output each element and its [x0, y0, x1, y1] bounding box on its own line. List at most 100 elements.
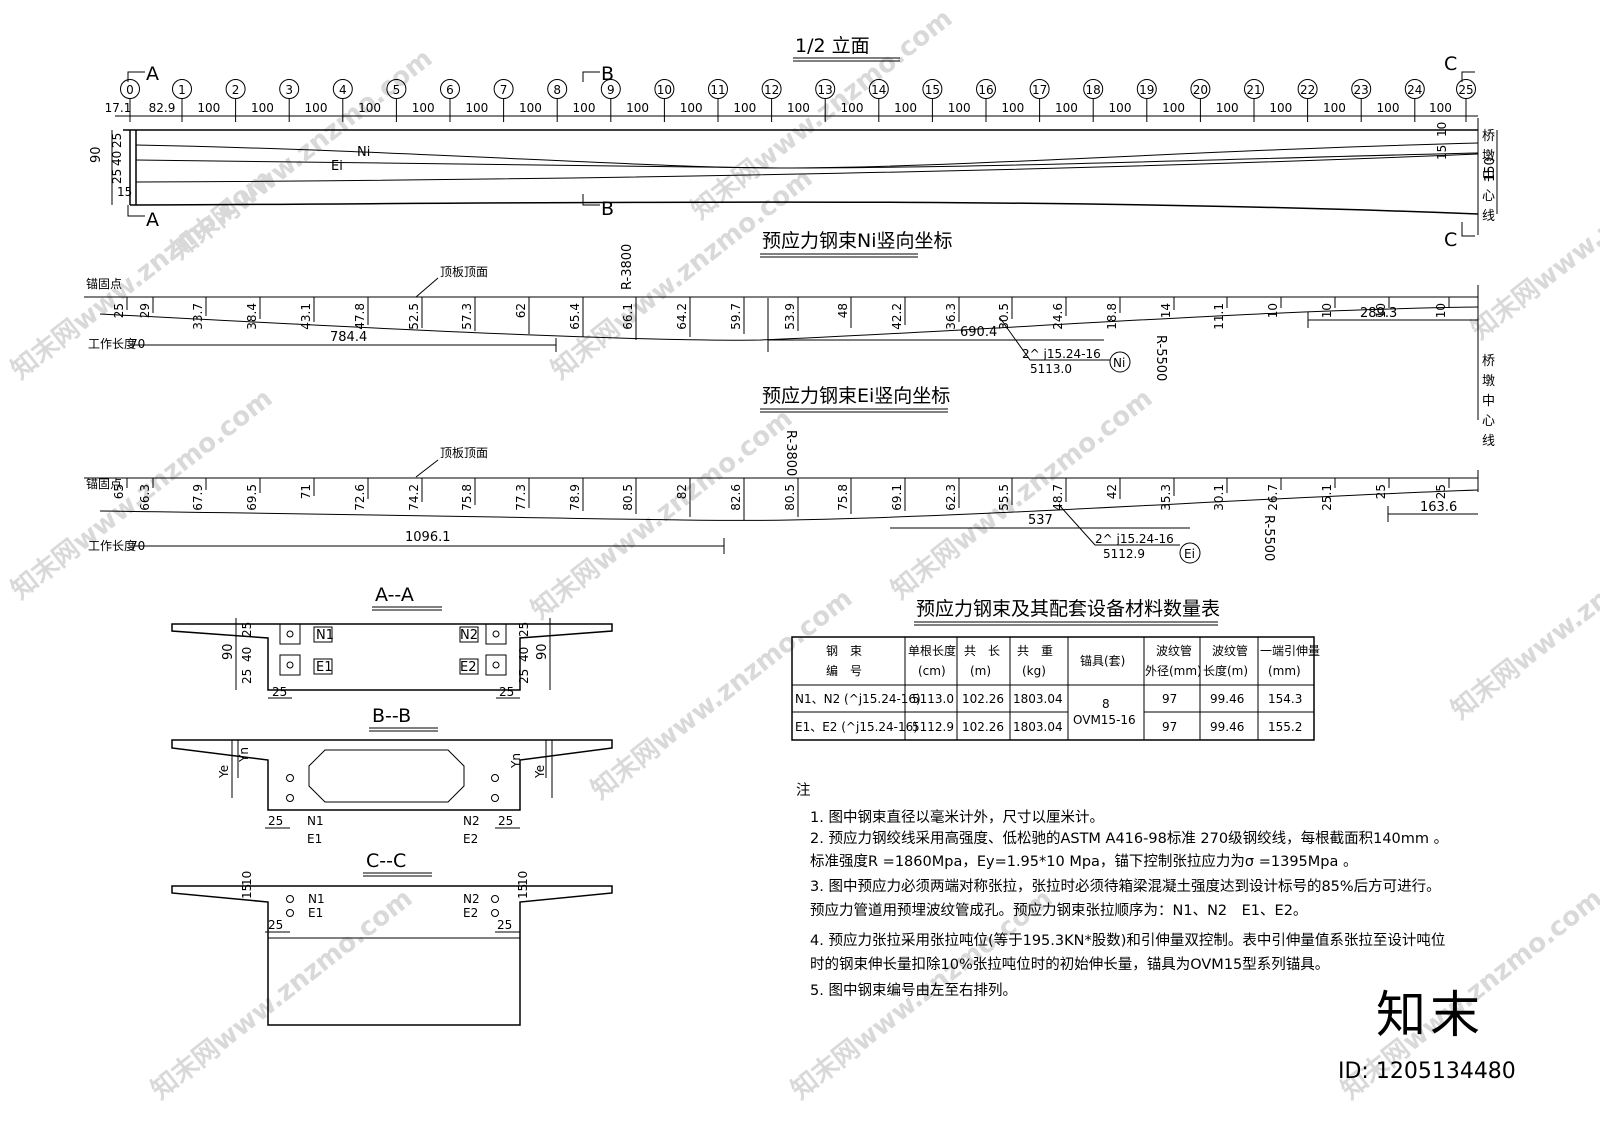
ni-radius-3800: R-3800	[620, 244, 635, 290]
aa-label-e1: E1	[316, 660, 333, 675]
tendon-label-ei: Ei	[331, 159, 343, 174]
ni-top-label: 顶板顶面	[440, 265, 488, 279]
station-number: 17	[1032, 83, 1047, 97]
ordinate-value: 35.3	[1159, 484, 1173, 511]
station-number: 21	[1246, 83, 1261, 97]
note-3b: 预应力管道用预埋波纹管成孔。预应力钢束张拉顺序为：N1、N2 E1、E2。	[810, 901, 1307, 919]
section-aa-title: A--A	[375, 584, 414, 606]
ordinate-value: 62.3	[944, 484, 958, 511]
ei-tendon-curve	[99, 489, 1479, 521]
span-dim: 100	[1269, 101, 1292, 115]
ordinate-value: 24.6	[1051, 303, 1065, 330]
svg-text:桥: 桥	[1482, 354, 1495, 369]
th-tendon-2: 编 号	[826, 663, 862, 678]
ni-dim-289: 289.3	[1360, 306, 1397, 321]
station-circle	[815, 79, 836, 99]
ordinate-value: 55.5	[997, 484, 1011, 511]
station-circle	[120, 79, 140, 99]
station-circle	[976, 79, 996, 99]
station-number: 15	[925, 83, 940, 97]
ni-work-label: 工作长度	[88, 336, 136, 351]
station-circle	[1190, 79, 1211, 99]
ordinate-value: 57.3	[460, 303, 474, 330]
span-dim: 100	[1001, 101, 1024, 115]
pier-centerline-label-2: 桥 墩 中 心 线	[1482, 354, 1495, 449]
svg-text:桥: 桥	[1482, 129, 1495, 144]
ordinate-value: 75.8	[460, 484, 474, 511]
ordinate-value: 78.9	[568, 484, 582, 511]
ordinate-value: 65.4	[568, 303, 582, 330]
th-duct-len-2: 长度(m)	[1203, 663, 1248, 678]
station-circle	[922, 79, 943, 99]
th-elong-2: (mm)	[1268, 664, 1301, 678]
row1-duct-od: 97	[1162, 692, 1177, 706]
ordinate-value: 14	[1159, 303, 1173, 318]
th-len-2: (cm)	[918, 664, 946, 678]
row2-length: 5112.9	[912, 720, 954, 734]
section-mark-c-top: C	[1444, 53, 1457, 75]
aa-dim-25-bottom-left: 25	[272, 685, 287, 699]
th-anchor: 锚具(套)	[1080, 653, 1125, 668]
span-dim: 100	[251, 101, 274, 115]
station-number: 2	[232, 83, 240, 97]
station-circle	[1351, 79, 1372, 99]
image-id: ID: 1205134480	[1338, 1059, 1516, 1084]
ei-radius-3800: R-3800	[783, 430, 798, 476]
ni-tendon-length: 5113.0	[1030, 362, 1072, 376]
th-elong-1: 一端引伸量	[1260, 644, 1320, 658]
span-dim: 100	[841, 101, 864, 115]
elevation-title: 1/2 立面	[795, 35, 870, 57]
span-dim: 100	[680, 101, 703, 115]
ni-work-length: 70	[130, 337, 145, 351]
watermark-text: 知末网www.znzmo.com	[166, 43, 438, 265]
aa-dim-90-left: 90	[221, 643, 236, 660]
ordinate-value: 42.2	[890, 303, 904, 330]
station-number: 5	[393, 83, 401, 97]
span-dim: 100	[358, 101, 381, 115]
station-number: 8	[553, 83, 561, 97]
span-dim: 100	[1429, 101, 1452, 115]
station-circle	[868, 79, 889, 99]
section-mark-b-bottom: B	[601, 198, 614, 220]
ordinate-value: 65	[112, 484, 126, 499]
station-number: 25	[1458, 83, 1473, 97]
ordinate-value: 30.1	[1212, 484, 1226, 511]
section-mark-c-bottom: C	[1444, 229, 1457, 251]
bb-label-n1: N1	[307, 814, 324, 828]
th-duct-od-2: 外径(mm)	[1145, 664, 1202, 678]
ordinate-value: 29	[138, 303, 152, 318]
watermark-text: 知末网www.znzmo.com	[146, 883, 418, 1105]
span-dim: 100	[1377, 101, 1400, 115]
note-4a: 4. 预应力张拉采用张拉吨位(等于195.3KN*股数)和引伸量双控制。表中引伸…	[810, 931, 1445, 949]
ordinate-value: 75.8	[836, 484, 850, 511]
note-1: 1. 图中钢束直径以毫米计外，尺寸以厘米计。	[810, 808, 1104, 826]
notes: 注 1. 图中钢束直径以毫米计外，尺寸以厘米计。 2. 预应力钢绞线采用高强度、…	[796, 782, 1448, 999]
ni-anchor-label: 锚固点	[86, 276, 122, 291]
table-title: 预应力钢束及其配套设备材料数量表	[916, 598, 1220, 620]
row2-duct-len: 99.46	[1210, 720, 1244, 734]
section-cc: C--C 15 10 15 10 N1 E1 N2 E2 25 25	[171, 850, 613, 1026]
ordinate-value: 67.9	[191, 484, 205, 511]
ei-dim-537: 537	[1028, 513, 1053, 528]
row1-length: 5113.0	[912, 692, 954, 706]
section-bb-title: B--B	[372, 705, 411, 727]
station-circle	[1456, 79, 1476, 99]
station-circle	[332, 79, 353, 99]
notes-heading: 注	[796, 782, 811, 799]
svg-text:中: 中	[1482, 169, 1495, 184]
cc-dim-15-right: 15	[516, 884, 530, 899]
station-number: 3	[285, 83, 293, 97]
svg-text:墩: 墩	[1482, 149, 1495, 164]
station-number: 7	[500, 83, 508, 97]
span-dim: 100	[519, 101, 542, 115]
ordinate-value: 72.6	[353, 484, 367, 511]
ei-work-label: 工作长度	[88, 538, 136, 553]
anchor-type: OVM15-16	[1073, 713, 1136, 727]
aa-dim-40-left: 40	[240, 647, 254, 662]
span-dim: 100	[305, 101, 328, 115]
svg-text:线: 线	[1482, 209, 1495, 224]
th-duct-len-1: 波纹管	[1212, 643, 1248, 658]
